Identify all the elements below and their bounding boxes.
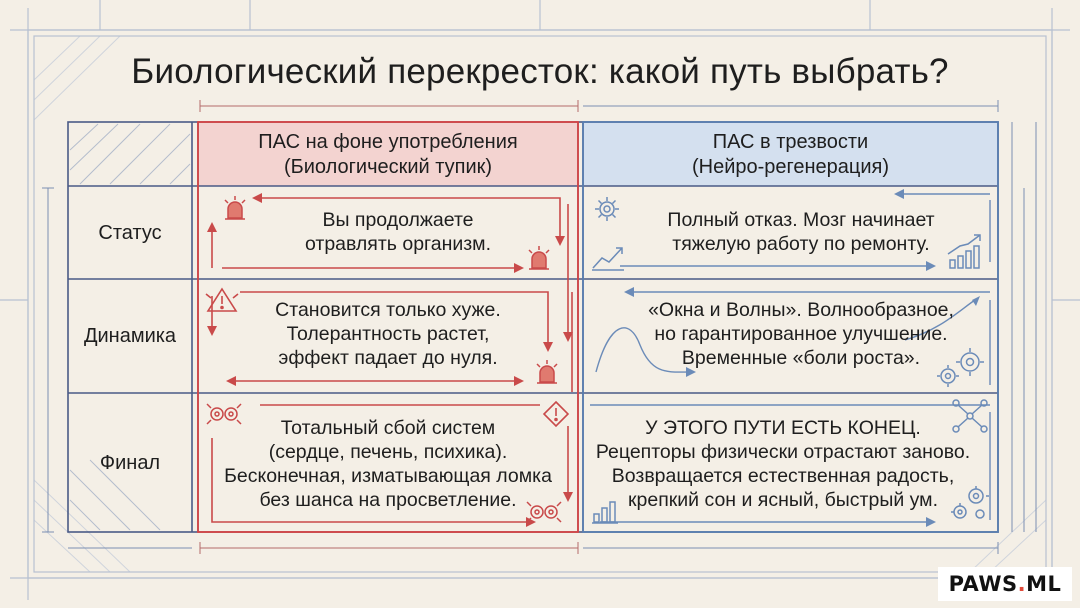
siren-icon xyxy=(224,196,246,220)
final-right-text: У ЭТОГО ПУТИ ЕСТЬ КОНЕЦ. Рецепторы физич… xyxy=(595,417,971,511)
warning-icon xyxy=(205,287,239,312)
bar-chart-growth-icon xyxy=(947,234,981,269)
gear-icon xyxy=(595,197,619,221)
column-header-right: ПАС в трезвости (Нейро-регенерация) xyxy=(691,131,890,178)
gears-icon xyxy=(937,348,984,387)
final-left-text: Тотальный сбой систем (сердце, печень, п… xyxy=(224,417,552,511)
warning-icon xyxy=(542,400,570,428)
broken-gear-icon xyxy=(206,403,242,425)
row-label-dynamics: Динамика xyxy=(83,325,177,347)
column-header-left: ПАС на фоне употребления (Биологический … xyxy=(258,131,518,178)
network-nodes-icon xyxy=(952,399,988,433)
dynamics-right-text: «Окна и Волны». Волнообразное, но гарант… xyxy=(648,299,954,369)
status-right-text: Полный отказ. Мозг начинает тяжелую рабо… xyxy=(667,209,935,255)
status-left-text: Вы продолжаете отравлять организм. xyxy=(304,209,492,255)
bar-chart-icon xyxy=(592,501,618,524)
growth-chart-icon xyxy=(592,247,624,271)
dynamics-left-text: Становится только хуже. Толерантность ра… xyxy=(275,299,501,369)
row-label-final: Финал xyxy=(99,451,161,474)
siren-icon xyxy=(528,246,550,270)
gears-icon xyxy=(951,486,989,519)
page-title: Биологический перекресток: какой путь вы… xyxy=(131,52,949,91)
broken-gear-icon xyxy=(526,501,562,523)
siren-icon xyxy=(536,360,558,384)
row-label-status: Статус xyxy=(98,221,162,244)
brand-logo: PAWS.ML xyxy=(938,567,1072,601)
